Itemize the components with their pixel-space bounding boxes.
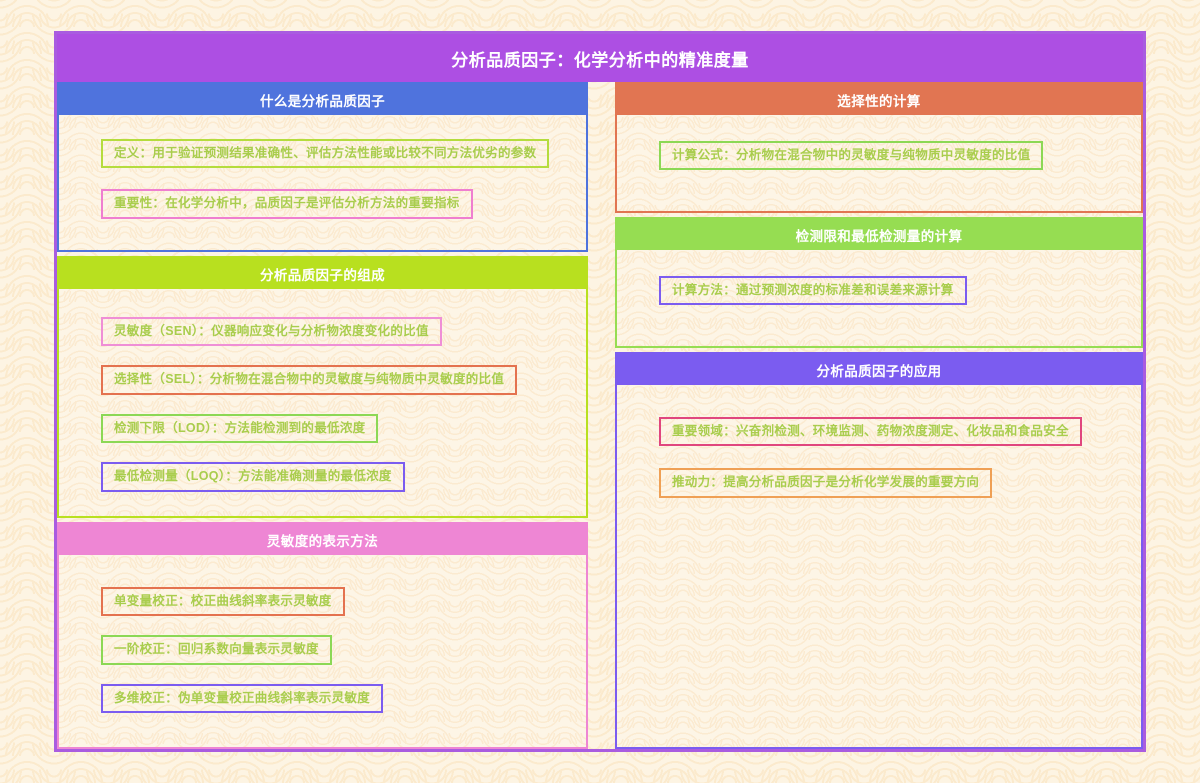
section-body-applications: 重要领域：兴奋剂检测、环境监测、药物浓度测定、化妆品和食品安全 推动力：提高分析… <box>617 385 1141 747</box>
right-column: 选择性的计算 计算公式：分析物在混合物中的灵敏度与纯物质中灵敏度的比值 检测限和… <box>615 82 1143 749</box>
section-applications: 分析品质因子的应用 重要领域：兴奋剂检测、环境监测、药物浓度测定、化妆品和食品安… <box>615 352 1143 749</box>
section-body-lod-loq-calculation: 计算方法：通过预测浓度的标准差和误差来源计算 <box>617 250 1141 346</box>
section-lod-loq-calculation: 检测限和最低检测量的计算 计算方法：通过预测浓度的标准差和误差来源计算 <box>615 217 1143 348</box>
section-composition: 分析品质因子的组成 灵敏度（SEN）：仪器响应变化与分析物浓度变化的比值 选择性… <box>57 256 588 518</box>
mindmap-columns: 什么是分析品质因子 定义：用于验证预测结果准确性、评估方法性能或比较不同方法优劣… <box>57 82 1143 749</box>
section-body-selectivity-calculation: 计算公式：分析物在混合物中的灵敏度与纯物质中灵敏度的比值 <box>617 115 1141 211</box>
item-loq[interactable]: 最低检测量（LOQ）：方法能准确测量的最低浓度 <box>101 462 405 492</box>
section-selectivity-calculation: 选择性的计算 计算公式：分析物在混合物中的灵敏度与纯物质中灵敏度的比值 <box>615 82 1143 213</box>
section-what-is: 什么是分析品质因子 定义：用于验证预测结果准确性、评估方法性能或比较不同方法优劣… <box>57 82 588 252</box>
section-body-sensitivity-expression: 单变量校正：校正曲线斜率表示灵敏度 一阶校正：回归系数向量表示灵敏度 多维校正：… <box>59 555 586 747</box>
section-header-lod-loq-calculation: 检测限和最低检测量的计算 <box>617 219 1141 250</box>
item-importance[interactable]: 重要性：在化学分析中，品质因子是评估分析方法的重要指标 <box>101 189 473 219</box>
mindmap-root-title: 分析品质因子：化学分析中的精准度量 <box>57 34 1143 82</box>
section-body-composition: 灵敏度（SEN）：仪器响应变化与分析物浓度变化的比值 选择性（SEL）：分析物在… <box>59 289 586 516</box>
item-univariate-calibration[interactable]: 单变量校正：校正曲线斜率表示灵敏度 <box>101 587 345 617</box>
section-header-selectivity-calculation: 选择性的计算 <box>617 84 1141 115</box>
section-header-what-is: 什么是分析品质因子 <box>59 84 586 115</box>
item-lod[interactable]: 检测下限（LOD）：方法能检测到的最低浓度 <box>101 413 379 444</box>
item-calculation-method[interactable]: 计算方法：通过预测浓度的标准差和误差来源计算 <box>659 276 967 306</box>
item-first-order-calibration[interactable]: 一阶校正：回归系数向量表示灵敏度 <box>101 635 332 665</box>
section-header-applications: 分析品质因子的应用 <box>617 354 1141 385</box>
item-important-fields[interactable]: 重要领域：兴奋剂检测、环境监测、药物浓度测定、化妆品和食品安全 <box>659 417 1082 447</box>
item-sensitivity-sen[interactable]: 灵敏度（SEN）：仪器响应变化与分析物浓度变化的比值 <box>101 317 442 347</box>
column-divider <box>588 82 615 749</box>
item-calculation-formula[interactable]: 计算公式：分析物在混合物中的灵敏度与纯物质中灵敏度的比值 <box>659 141 1044 171</box>
item-multiway-calibration[interactable]: 多维校正：伪单变量校正曲线斜率表示灵敏度 <box>101 683 384 714</box>
section-header-composition: 分析品质因子的组成 <box>59 258 586 289</box>
section-body-what-is: 定义：用于验证预测结果准确性、评估方法性能或比较不同方法优劣的参数 重要性：在化… <box>59 115 586 250</box>
section-header-sensitivity-expression: 灵敏度的表示方法 <box>59 524 586 555</box>
left-column: 什么是分析品质因子 定义：用于验证预测结果准确性、评估方法性能或比较不同方法优劣… <box>57 82 588 749</box>
item-selectivity-sel[interactable]: 选择性（SEL）：分析物在混合物中的灵敏度与纯物质中灵敏度的比值 <box>101 365 518 395</box>
section-sensitivity-expression: 灵敏度的表示方法 单变量校正：校正曲线斜率表示灵敏度 一阶校正：回归系数向量表示… <box>57 522 588 749</box>
item-driving-force[interactable]: 推动力：提高分析品质因子是分析化学发展的重要方向 <box>659 468 993 498</box>
item-definition[interactable]: 定义：用于验证预测结果准确性、评估方法性能或比较不同方法优劣的参数 <box>101 139 550 169</box>
mindmap-container: 分析品质因子：化学分析中的精准度量 什么是分析品质因子 定义：用于验证预测结果准… <box>54 31 1146 752</box>
